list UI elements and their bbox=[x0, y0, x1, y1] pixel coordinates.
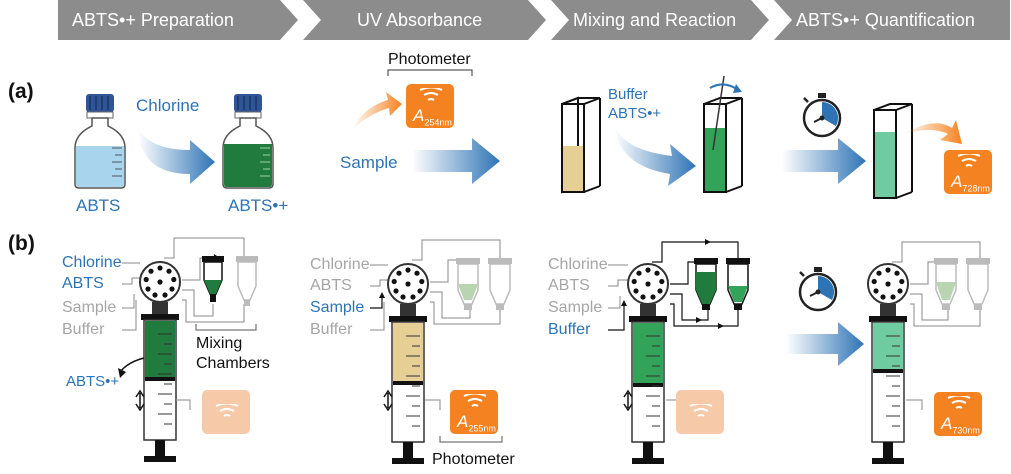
step-label: ABTS•+ Quantification bbox=[796, 10, 975, 30]
signal-icon bbox=[463, 394, 487, 407]
arrow-add-buffer-abts bbox=[614, 124, 696, 186]
panel-label-b: (b) bbox=[8, 232, 35, 255]
flow-system-col1 bbox=[118, 237, 258, 462]
signal-icon bbox=[215, 404, 239, 417]
step-label: UV Absorbance bbox=[357, 10, 483, 30]
step-label: ABTS•+ Preparation bbox=[72, 10, 234, 30]
signal-icon bbox=[947, 396, 971, 409]
step-banner-preparation: ABTS•+ Preparation bbox=[58, 0, 298, 40]
absorbance-symbol: A bbox=[413, 106, 425, 125]
signal-icon bbox=[957, 154, 981, 167]
label-abts: ABTS bbox=[548, 277, 590, 294]
label-sample: Sample bbox=[548, 299, 603, 316]
arrow-sample-to-photometer bbox=[352, 92, 402, 130]
wavelength: 255nm bbox=[468, 423, 496, 434]
chevron-shape bbox=[58, 0, 298, 40]
label-mixing: Mixing bbox=[196, 335, 243, 352]
flow-system-col2 bbox=[370, 239, 512, 464]
label-abts-radical: ABTS•+ bbox=[228, 196, 289, 215]
chevron-shape bbox=[551, 0, 769, 40]
arrow-chlorine-addition bbox=[138, 128, 215, 184]
step-label: Mixing and Reaction bbox=[573, 10, 737, 30]
label-chlorine: Chlorine bbox=[310, 256, 370, 273]
photometer-a254: A254nm bbox=[406, 84, 454, 128]
signal-icon bbox=[419, 88, 443, 101]
label-chlorine: Chlorine bbox=[62, 254, 122, 271]
label-sample: Sample bbox=[62, 299, 117, 316]
signal-icon bbox=[689, 404, 713, 417]
cuvette-sample bbox=[561, 96, 601, 194]
photometer-a728: A728nm bbox=[944, 150, 992, 194]
step-banner-quantification: ABTS•+ Quantification bbox=[774, 0, 1010, 40]
arrow-mixing-to-quantification bbox=[782, 138, 866, 184]
step-banner-mixing: Mixing and Reaction bbox=[551, 0, 769, 40]
wavelength: 254nm bbox=[424, 117, 452, 128]
arrow-uv-to-mixing bbox=[412, 138, 500, 184]
bottle-abts bbox=[74, 93, 126, 189]
label-buffer: Buffer bbox=[62, 321, 105, 338]
photometer-a255: A255nm bbox=[450, 390, 498, 434]
wavelength: 728nm bbox=[962, 183, 990, 194]
chevron-shape bbox=[774, 0, 1010, 40]
step-banner-uv-absorbance: UV Absorbance bbox=[303, 0, 546, 40]
label-chlorine: Chlorine bbox=[548, 256, 608, 273]
panel-label-a: (a) bbox=[8, 80, 34, 103]
photometer-bracket bbox=[387, 69, 473, 76]
label-chlorine: Chlorine bbox=[136, 96, 200, 115]
arrow-reaction-to-quantification bbox=[786, 322, 864, 366]
flow-system-col4 bbox=[867, 241, 990, 464]
label-buffer: Buffer bbox=[548, 321, 591, 338]
label-abts: ABTS bbox=[76, 196, 121, 215]
label-abts: ABTS bbox=[62, 275, 104, 292]
label-buffer: Buffer bbox=[310, 321, 353, 338]
cuvette-quantification bbox=[873, 103, 913, 199]
label-abts-radical-2: ABTS•+ bbox=[608, 105, 662, 122]
absorbance-symbol: A bbox=[951, 172, 963, 191]
absorbance-symbol: A bbox=[941, 414, 953, 433]
bottle-abts-radical bbox=[222, 93, 274, 189]
absorbance-symbol: A bbox=[457, 412, 469, 431]
label-buffer: Buffer bbox=[608, 86, 648, 103]
cuvette-reaction bbox=[703, 75, 743, 193]
arrow-cuvette-to-photometer bbox=[904, 120, 962, 144]
photometer-a730: A730nm bbox=[934, 392, 982, 436]
timer-icon bbox=[802, 91, 842, 138]
wavelength: 730nm bbox=[952, 425, 980, 436]
photometer-faded-col3 bbox=[676, 390, 724, 434]
label-abts: ABTS bbox=[310, 277, 352, 294]
flow-system-col3 bbox=[608, 239, 750, 464]
label-photometer: Photometer bbox=[388, 51, 471, 68]
label-photometer: Photometer bbox=[432, 451, 515, 468]
chevron-shape bbox=[303, 0, 546, 40]
photometer-faded-col1 bbox=[202, 390, 250, 434]
label-sample: Sample bbox=[340, 153, 398, 172]
label-abts-radical: ABTS•+ bbox=[66, 373, 120, 390]
label-sample: Sample bbox=[310, 299, 365, 316]
label-chambers: Chambers bbox=[196, 355, 270, 372]
timer-icon-b bbox=[798, 265, 838, 312]
